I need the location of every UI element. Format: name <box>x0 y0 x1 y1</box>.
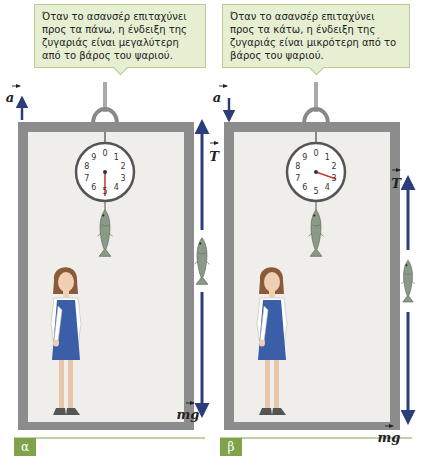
vector-label: T <box>209 149 219 164</box>
vector-label: T <box>391 176 401 191</box>
dial-number: 7 <box>84 173 89 182</box>
dial-number: 0 <box>102 149 107 158</box>
dial-number: 1 <box>114 152 119 161</box>
dial-number: 5 <box>313 187 318 196</box>
vector-label: mg <box>378 430 401 445</box>
dial-number: 9 <box>302 152 307 161</box>
dial-number: 3 <box>121 173 126 182</box>
callout-box: Όταν το ασανσέρ επιταχύνει προς τα κάτω,… <box>222 4 410 68</box>
dial-number: 4 <box>325 183 330 192</box>
dial-number: 5 <box>102 187 107 196</box>
dial-number: 6 <box>302 183 307 192</box>
callout-box: Όταν το ασανσέρ επιταχύνει προς τα πάνω,… <box>34 4 206 68</box>
dial-number: 7 <box>295 173 300 182</box>
callout-text: Όταν το ασανσέρ επιταχύνει προς τα κάτω,… <box>230 10 402 62</box>
panel-letter: α <box>21 440 29 454</box>
vector-label: a <box>213 90 221 105</box>
dial-number: 9 <box>91 152 96 161</box>
dial-number: 3 <box>332 173 337 182</box>
vector-label: a <box>6 90 14 105</box>
dial-number: 2 <box>121 162 126 171</box>
dial-number: 8 <box>84 162 89 171</box>
dial-number: 0 <box>313 149 318 158</box>
callout-pointer <box>113 60 129 76</box>
dial-number: 1 <box>325 152 330 161</box>
vector-label: mg <box>177 407 200 422</box>
dial-number: 2 <box>332 162 337 171</box>
callout-text: Όταν το ασανσέρ επιταχύνει προς τα πάνω,… <box>42 10 198 62</box>
dial-number: 6 <box>91 183 96 192</box>
dial-number: 4 <box>114 183 119 192</box>
panel-letter: β <box>228 440 235 454</box>
callout-pointer <box>309 60 325 76</box>
dial-number: 8 <box>295 162 300 171</box>
